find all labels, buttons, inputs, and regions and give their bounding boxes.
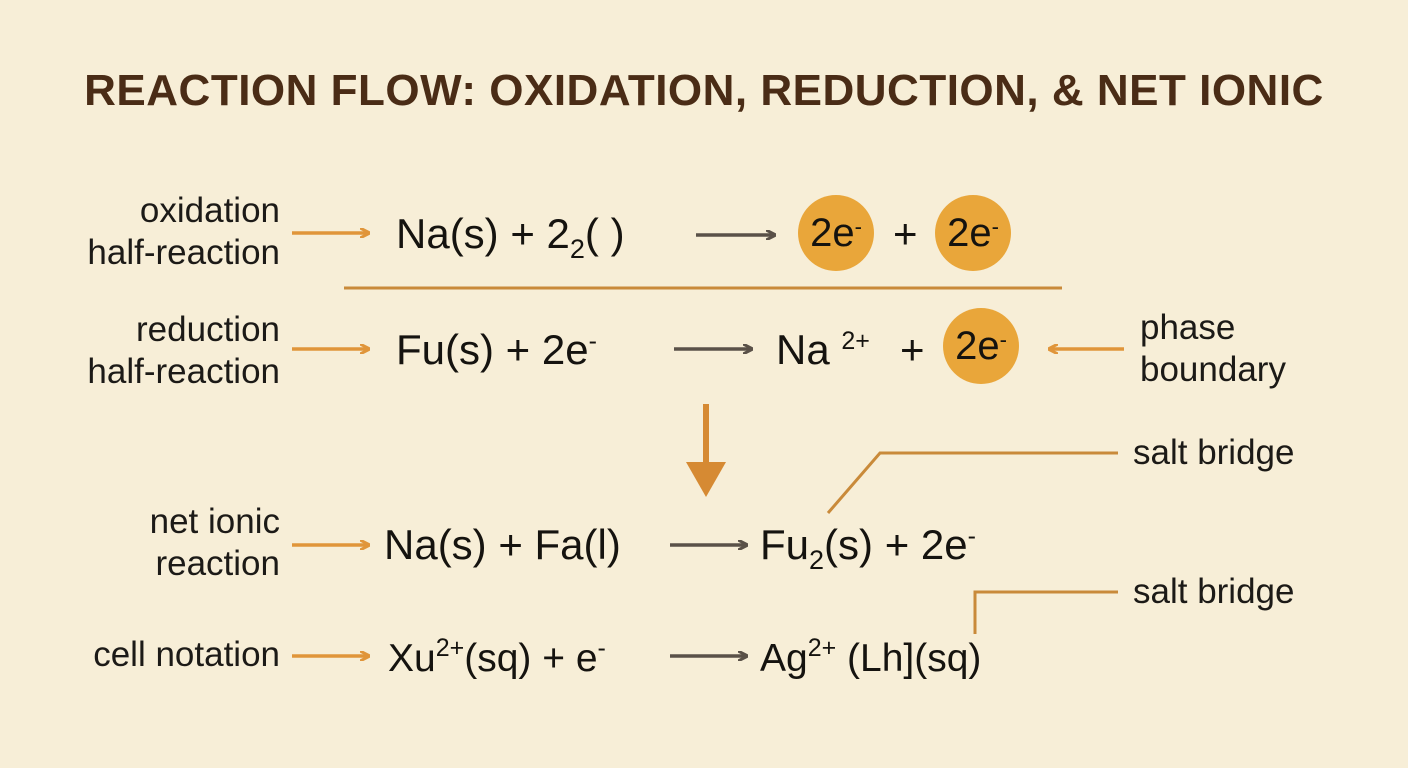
eq1-plus: +	[893, 210, 918, 257]
eq2-rhs: Na	[776, 326, 830, 373]
eq4-lhs-sup2: -	[597, 634, 606, 662]
label-reduction: reduction half-reaction	[87, 309, 280, 393]
eq4-reactants: Xu2+(sq) + e-	[388, 634, 606, 688]
salt-bridge-leader-2	[973, 590, 1118, 634]
eq3-products: Fu2(s) + 2e-	[760, 520, 976, 576]
label-net-ionic: net ionic reaction	[150, 501, 280, 585]
label-phase-line2: boundary	[1140, 350, 1286, 389]
page-title: REACTION FLOW: OXIDATION, REDUCTION, & N…	[84, 66, 1324, 115]
eq3-rhs-sup: -	[967, 522, 976, 550]
eq4-rhs: Ag	[760, 637, 808, 680]
label-cell-notation: cell notation	[93, 635, 280, 674]
eq1-p1-sup: -	[854, 214, 862, 239]
eq1-p2: 2e	[947, 211, 992, 255]
label-oxidation-line1: oxidation	[139, 191, 280, 230]
eq2-electron-ball: 2e-	[943, 308, 1019, 384]
eq2-product: Na 2+	[776, 325, 870, 381]
eq3-rhs: Fu	[760, 521, 810, 568]
eq4-lhs: Xu	[388, 637, 436, 680]
eq4-rhs-sup: 2+	[807, 634, 837, 662]
down-arrow	[686, 404, 726, 497]
eq1-lhs-end: ( )	[584, 210, 625, 257]
salt-bridge-leader-1	[826, 451, 1118, 514]
label-phase-boundary: phase boundary	[1140, 307, 1286, 391]
eq2-rhs-sup: 2+	[841, 327, 870, 355]
label-salt-bridge-1: salt bridge	[1133, 433, 1295, 472]
eq1-electron-ball-2: 2e-	[935, 195, 1011, 271]
label-reduction-line1: reduction	[136, 310, 280, 349]
label-salt-bridge-2: salt bridge	[1133, 572, 1295, 611]
eq2-reactants: Fu(s) + 2e-	[396, 325, 597, 381]
eq2-p: 2e	[955, 324, 1000, 368]
eq4-lhs-end: (sq) + e	[464, 637, 598, 680]
eq4-rhs-end: (Lh](sq)	[836, 637, 982, 680]
eq3-reactants: Na(s) + Fa(l)	[384, 521, 621, 568]
eq2-lhs: Fu(s) + 2e	[396, 326, 589, 373]
eq3-rhs-sub: 2	[809, 545, 825, 575]
eq2-plus: +	[900, 326, 925, 373]
eq3-rhs-end: (s) + 2e	[824, 521, 968, 568]
eq2-lhs-sup: -	[588, 327, 597, 355]
eq1-p1: 2e	[810, 211, 855, 255]
eq4-lhs-sup: 2+	[435, 634, 465, 662]
label-phase-line1: phase	[1140, 308, 1236, 347]
label-net-line2: reaction	[155, 544, 280, 583]
eq1-p2-sup: -	[991, 214, 999, 239]
eq1-reactants: Na(s) + 22( )	[396, 209, 625, 264]
eq4-products: Ag2+ (Lh](sq)	[760, 634, 981, 688]
eq1-electron-ball-1: 2e-	[798, 195, 874, 271]
label-net-line1: net ionic	[149, 502, 280, 541]
label-reduction-line2: half-reaction	[87, 352, 280, 391]
eq1-lhs-sub: 2	[569, 234, 585, 264]
eq1-lhs: Na(s) + 2	[396, 210, 570, 257]
eq2-p-sup: -	[999, 327, 1007, 352]
label-oxidation-line2: half-reaction	[87, 233, 280, 272]
label-oxidation: oxidation half-reaction	[87, 190, 280, 274]
